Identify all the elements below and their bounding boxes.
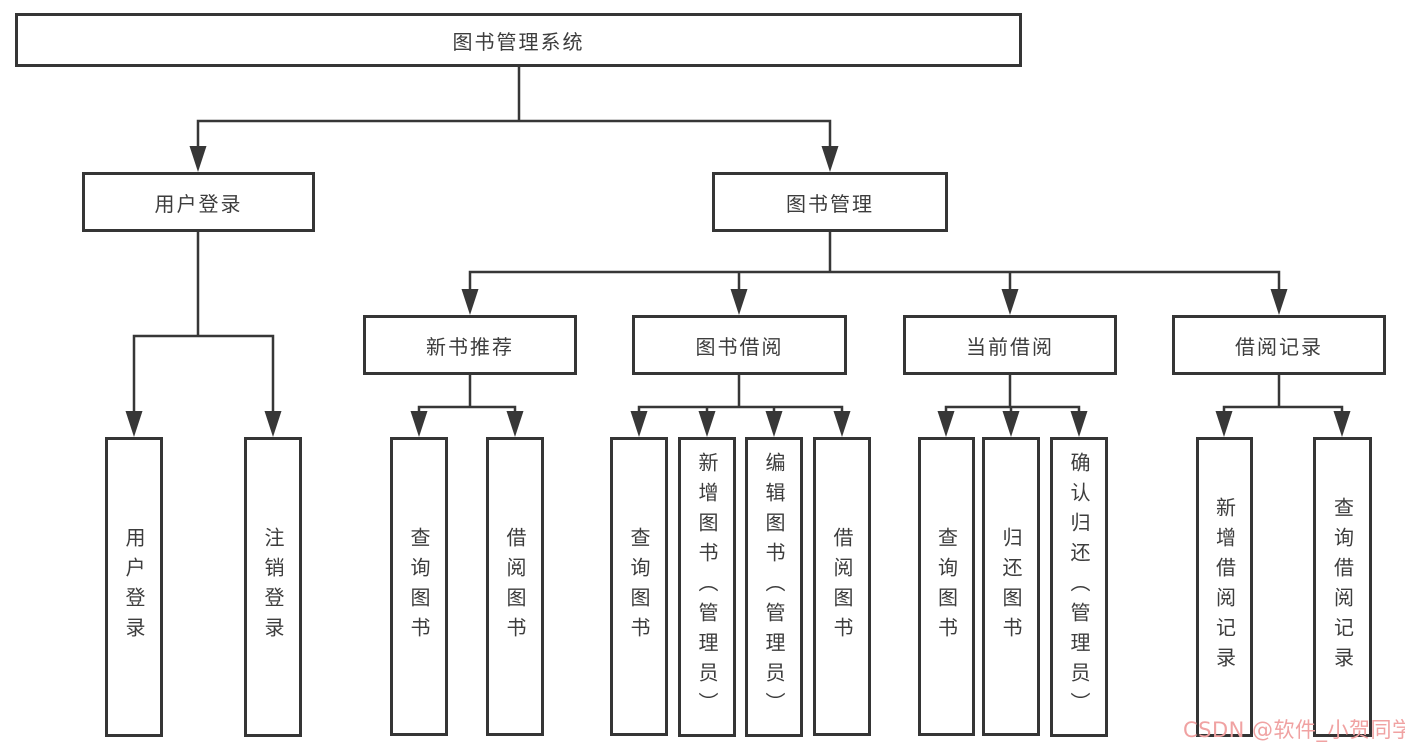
node-query-books-new: 查询图书	[390, 437, 448, 736]
connector-library-system	[196, 65, 832, 156]
arrowhead-icon	[125, 411, 143, 437]
node-label-book-borrowing: 图书借阅	[695, 334, 784, 359]
node-confirm-return-admin: 确认归还（管理员）	[1050, 437, 1108, 737]
arrowhead-icon	[1001, 289, 1019, 315]
node-new-book-recommend: 新书推荐	[363, 315, 577, 375]
node-borrow-books-2: 借阅图书	[813, 437, 871, 736]
node-label-logout: 注销登录	[261, 527, 285, 647]
node-library-system: 图书管理系统	[15, 13, 1022, 67]
arrowhead-icon	[1333, 411, 1351, 437]
node-label-user-login: 用户登录	[122, 527, 146, 647]
node-label-edit-books-admin: 编辑图书（管理员）	[762, 452, 786, 722]
connector-user-login-branch	[132, 230, 275, 421]
node-add-borrow-record: 新增借阅记录	[1196, 437, 1253, 737]
arrowhead-icon	[833, 411, 851, 437]
node-logout: 注销登录	[244, 437, 302, 737]
node-label-user-login-branch: 用户登录	[154, 191, 243, 216]
csdn-watermark: CSDN @软件_小贺同学	[1183, 718, 1405, 742]
node-query-borrow-record: 查询借阅记录	[1313, 437, 1372, 737]
arrowhead-icon	[264, 411, 282, 437]
node-return-books: 归还图书	[982, 437, 1040, 736]
arrowhead-icon	[821, 146, 839, 172]
arrowhead-icon	[1270, 289, 1288, 315]
arrowhead-icon	[630, 411, 648, 437]
node-book-management: 图书管理	[712, 172, 948, 232]
arrowhead-icon	[1215, 411, 1233, 437]
node-label-new-book-recommend: 新书推荐	[426, 334, 514, 359]
connector-borrowing-records	[1222, 373, 1344, 421]
arrowhead-icon	[189, 146, 207, 172]
node-borrow-books-new: 借阅图书	[486, 437, 544, 736]
node-label-book-management: 图书管理	[786, 191, 874, 216]
connector-book-management	[468, 230, 1281, 299]
node-label-current-borrowing: 当前借阅	[966, 334, 1054, 359]
node-query-books-borrow: 查询图书	[610, 437, 668, 736]
node-label-borrow-books-2: 借阅图书	[830, 526, 854, 647]
node-book-borrowing: 图书借阅	[632, 315, 847, 375]
node-query-books-current: 查询图书	[918, 437, 975, 736]
node-label-query-books-borrow: 查询图书	[627, 526, 651, 647]
node-label-query-books-new: 查询图书	[407, 526, 431, 647]
node-current-borrowing: 当前借阅	[903, 315, 1117, 375]
node-label-add-borrow-record: 新增借阅记录	[1212, 497, 1237, 677]
node-label-borrowing-records: 借阅记录	[1235, 334, 1323, 359]
arrowhead-icon	[765, 411, 783, 437]
node-add-books-admin: 新增图书（管理员）	[678, 437, 736, 737]
arrowhead-icon	[1070, 411, 1088, 437]
node-edit-books-admin: 编辑图书（管理员）	[745, 437, 803, 737]
arrowhead-icon	[937, 411, 955, 437]
arrowhead-icon	[506, 411, 524, 437]
node-user-login-branch: 用户登录	[82, 172, 315, 232]
arrowhead-icon	[410, 411, 428, 437]
connector-book-borrowing	[637, 373, 844, 421]
node-label-confirm-return-admin: 确认归还（管理员）	[1067, 452, 1091, 722]
arrowhead-icon	[461, 289, 479, 315]
node-label-library-system: 图书管理系统	[452, 29, 585, 54]
node-label-return-books: 归还图书	[999, 526, 1023, 647]
node-user-login: 用户登录	[105, 437, 163, 737]
node-label-borrow-books-new: 借阅图书	[503, 526, 527, 647]
node-borrowing-records: 借阅记录	[1172, 315, 1386, 375]
arrowhead-icon	[1002, 411, 1020, 437]
connector-new-book-recommend	[417, 373, 517, 421]
arrowhead-icon	[730, 289, 748, 315]
arrowhead-icon	[698, 411, 716, 437]
node-label-query-books-current: 查询图书	[934, 526, 959, 647]
node-label-add-books-admin: 新增图书（管理员）	[695, 452, 719, 722]
node-label-query-borrow-record: 查询借阅记录	[1330, 497, 1355, 677]
